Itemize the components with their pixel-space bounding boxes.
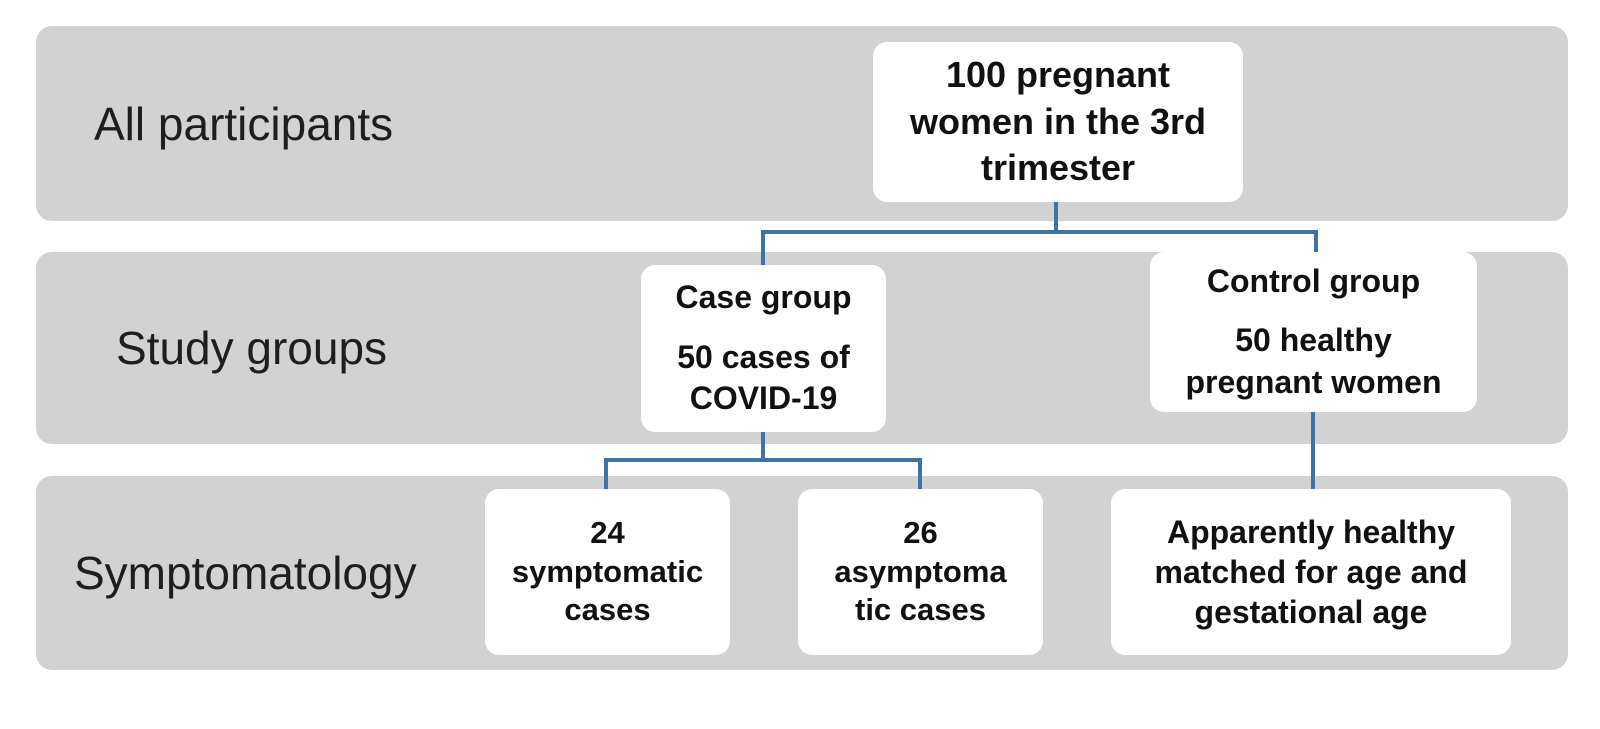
- box-text-line: gestational age: [1194, 594, 1428, 630]
- control-group-box: Control group 50 healthy pregnant women: [1150, 252, 1477, 412]
- box-text-line: symptomatic: [511, 553, 704, 589]
- box-text-line: pregnant women: [1185, 363, 1442, 400]
- case-group-title: Case group: [675, 279, 852, 316]
- symptomatic-cases-box: 24 symptomatic cases: [485, 489, 730, 655]
- box-text-line: trimester: [980, 147, 1136, 189]
- box-text-line: women in the 3rd: [909, 100, 1207, 142]
- row-label-study-groups: Study groups: [116, 322, 388, 374]
- box-text-line: 50 healthy: [1235, 322, 1392, 359]
- box-text-line: COVID-19: [689, 380, 838, 417]
- box-text-line: 50 cases of: [677, 338, 850, 375]
- box-text-line: matched for age and: [1154, 554, 1468, 590]
- box-text-line: 26: [903, 514, 938, 550]
- apparently-healthy-box: Apparently healthy matched for age and g…: [1111, 489, 1511, 655]
- asymptomatic-cases-box: 26 asymptoma tic cases: [798, 489, 1043, 655]
- box-text-line: tic cases: [855, 592, 986, 628]
- box-text-line: Apparently healthy: [1166, 514, 1456, 550]
- control-group-title: Control group: [1206, 262, 1421, 299]
- all-participants-box: 100 pregnant women in the 3rd trimester: [873, 42, 1243, 202]
- box-text-line: 24: [590, 514, 625, 550]
- box-text-line: 100 pregnant: [945, 53, 1171, 95]
- row-label-all-participants: All participants: [94, 97, 394, 150]
- case-group-box: Case group 50 cases of COVID-19: [641, 265, 886, 432]
- box-text-line: asymptoma: [834, 553, 1007, 589]
- box-text-line: cases: [564, 592, 651, 628]
- row-label-symptomatology: Symptomatology: [74, 547, 417, 599]
- row-all-participants: All participants: [36, 26, 1568, 221]
